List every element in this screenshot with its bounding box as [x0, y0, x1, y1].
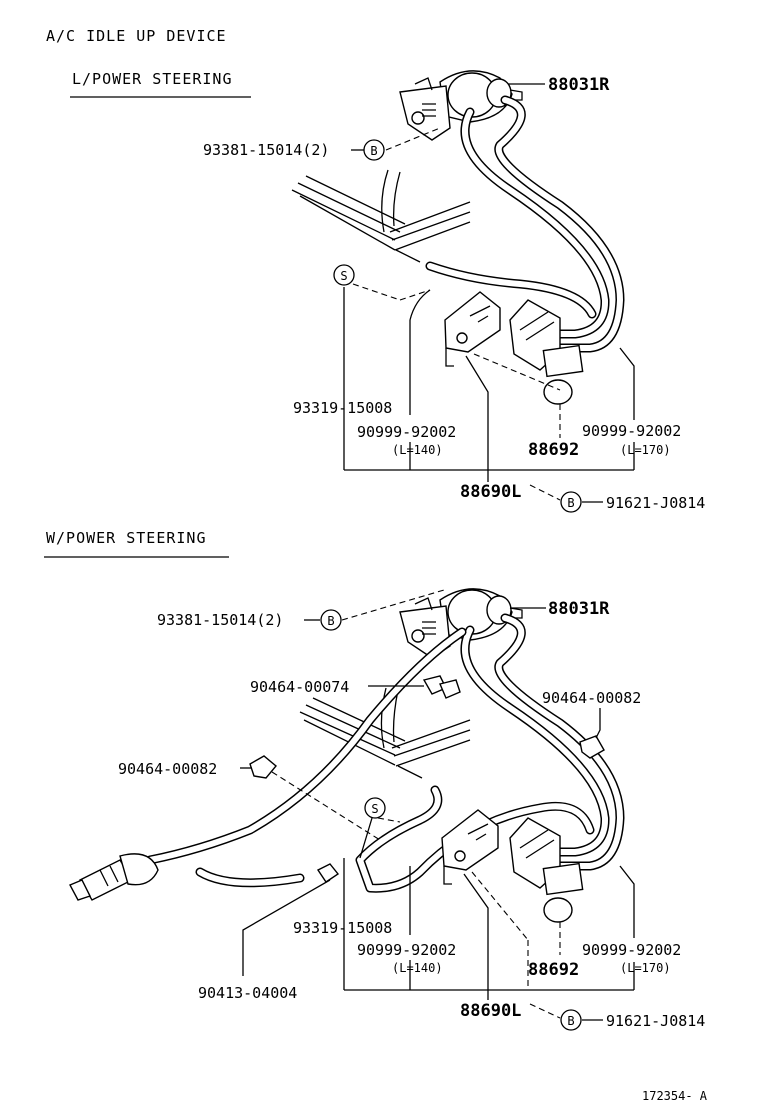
pressure-switch — [69, 853, 159, 901]
section-heading: L/POWER STEERING — [72, 70, 233, 88]
mark-b — [363, 139, 385, 161]
part-88692: 88692 — [528, 440, 579, 460]
hose-length: (L=170) — [620, 961, 671, 975]
part-90413-04004: 90413-04004 — [198, 984, 297, 1002]
section-l-power-steering: L/POWER STEERING — [70, 70, 705, 513]
part-88692: 88692 — [528, 960, 579, 980]
vacuum-hoses — [145, 613, 625, 893]
mark-b-label: B — [567, 496, 574, 510]
vsv-actuator — [399, 588, 523, 659]
part-88031r: 88031R — [548, 75, 610, 95]
part-90999-92002: 90999-92002 — [357, 423, 456, 441]
hose-length: (L=140) — [392, 443, 443, 457]
hose-length: (L=170) — [620, 443, 671, 457]
section-heading: W/POWER STEERING — [46, 529, 207, 547]
part-90464-00082: 90464-00082 — [118, 760, 217, 778]
part-90999-92002: 90999-92002 — [357, 941, 456, 959]
mark-s-label: S — [340, 269, 347, 283]
mark-b — [560, 1009, 582, 1031]
part-88031r: 88031R — [548, 599, 610, 619]
figure-id: 172354- A — [642, 1089, 708, 1103]
part-91621-j0814: 91621-J0814 — [606, 494, 705, 512]
part-90999-92002: 90999-92002 — [582, 941, 681, 959]
mark-s — [364, 797, 386, 819]
body-panel — [291, 169, 471, 263]
part-88690l: 88690L — [460, 1001, 521, 1021]
diagram-title: A/C IDLE UP DEVICE — [46, 27, 227, 45]
mark-s-label: S — [371, 802, 378, 816]
bracket — [444, 291, 501, 367]
bracket — [441, 809, 499, 885]
vacuum-hoses — [425, 95, 625, 353]
part-91621-j0814: 91621-J0814 — [606, 1012, 705, 1030]
part-93319-15008: 93319-15008 — [293, 399, 392, 417]
body-panel — [299, 687, 471, 779]
part-93381-15014: 93381-15014(2) — [157, 611, 283, 629]
vsv-actuator — [399, 70, 523, 141]
callouts — [240, 589, 635, 1021]
mark-s — [333, 264, 355, 286]
hose-length: (L=140) — [392, 961, 443, 975]
mark-b — [560, 491, 582, 513]
section-w-power-steering: W/POWER STEERING — [44, 529, 705, 1031]
callouts — [343, 83, 635, 503]
mark-b — [320, 609, 342, 631]
mark-b-label: B — [567, 1014, 574, 1028]
part-93319-15008: 93319-15008 — [293, 919, 392, 937]
mark-b-label: B — [370, 144, 377, 158]
vsv-valve — [509, 817, 584, 923]
mark-b-label: B — [327, 614, 334, 628]
vsv-valve — [509, 299, 584, 405]
part-88690l: 88690L — [460, 482, 521, 502]
hose-clamps — [249, 675, 605, 883]
part-90999-92002: 90999-92002 — [582, 422, 681, 440]
part-93381-15014: 93381-15014(2) — [203, 141, 329, 159]
part-90464-00074: 90464-00074 — [250, 678, 349, 696]
part-90464-00082: 90464-00082 — [542, 689, 641, 707]
